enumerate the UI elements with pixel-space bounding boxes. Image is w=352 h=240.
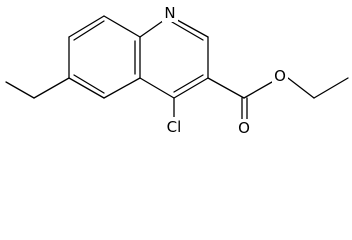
- bond-c4-c4a: [139, 77, 175, 99]
- bond-c3-carbonyl-c: [207, 77, 245, 99]
- bond-c3-c4-inner: [173, 74, 204, 93]
- bond-carbonyl-c-o: [243, 81, 273, 99]
- bond-c6-c5: [68, 77, 105, 99]
- ring-bonds: [68, 15, 209, 99]
- bond-c8-c7: [68, 15, 105, 38]
- o-ester-label-bg: [272, 67, 288, 85]
- n1-label-bg: [162, 4, 178, 22]
- bond-c6-c5-inner: [73, 74, 105, 94]
- bond-ch2-ch3-ester: [313, 77, 349, 99]
- ethyl-substituent: [5, 77, 70, 99]
- bond-c3-c4: [173, 77, 209, 99]
- bond-c5-c4a: [103, 77, 141, 99]
- nitrogen-atom-label: N: [164, 4, 175, 22]
- bond-c8a-c8: [103, 15, 141, 38]
- bond-c6-ch2: [33, 77, 70, 99]
- ester-oxygen-atom-label: O: [274, 67, 286, 85]
- ester-group: [207, 77, 349, 123]
- carbonyl-oxygen-atom-label: O: [238, 119, 250, 137]
- chlorine-atom-label: Cl: [167, 118, 182, 136]
- cl-label-bg: [164, 117, 186, 135]
- bond-ch2-ch3: [5, 81, 35, 99]
- atom-labels: N Cl O O: [162, 4, 288, 137]
- bond-c8-c7-inner: [73, 20, 105, 41]
- bond-n1-c2-inner: [171, 21, 204, 41]
- o-carbonyl-label-bg: [236, 119, 252, 137]
- molecule-structure: N Cl O O: [5, 4, 349, 137]
- bond-o-ch2: [287, 77, 315, 99]
